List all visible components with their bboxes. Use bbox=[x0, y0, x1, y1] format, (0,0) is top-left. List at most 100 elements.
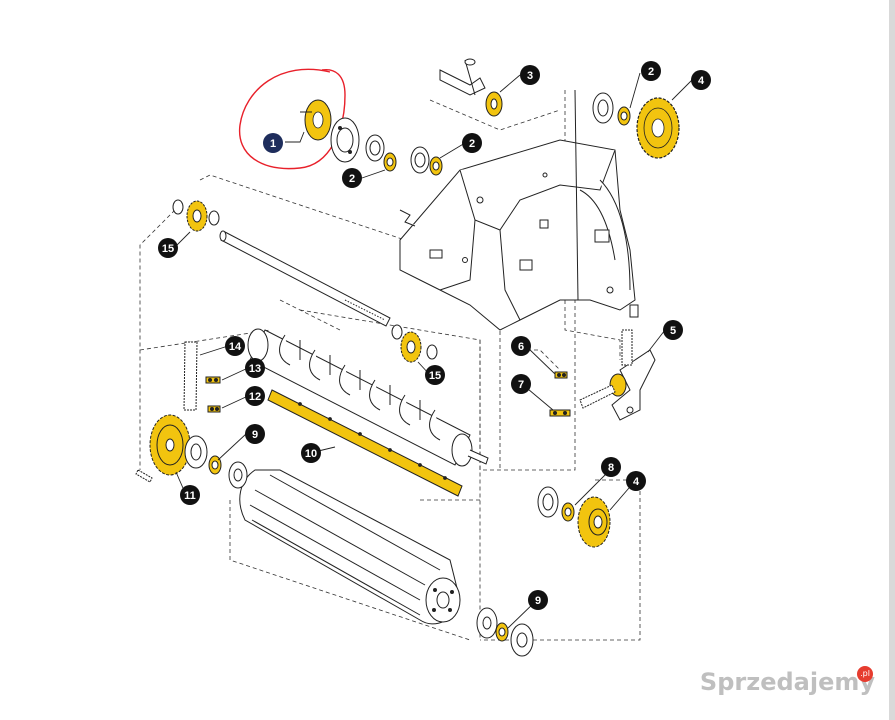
callout-3[interactable]: 3 bbox=[520, 65, 540, 85]
part-10-flat-bar[interactable] bbox=[267, 389, 463, 497]
part-12-chain-link[interactable] bbox=[207, 405, 221, 413]
callout-circle bbox=[301, 443, 321, 463]
callout-label: 10 bbox=[305, 448, 317, 460]
callout-13[interactable]: 13 bbox=[245, 358, 265, 378]
callout-circle bbox=[462, 133, 482, 153]
bearing-housing-right-upper bbox=[592, 92, 614, 124]
red-annotation-loop bbox=[238, 68, 346, 170]
flange-plate-upper bbox=[330, 117, 360, 163]
callout-circle bbox=[263, 133, 283, 153]
part-9-bushing-left[interactable] bbox=[208, 455, 222, 475]
callout-circle bbox=[342, 168, 362, 188]
callout-2[interactable]: 2 bbox=[641, 61, 661, 81]
callout-circle bbox=[245, 386, 265, 406]
callout-4[interactable]: 4 bbox=[691, 70, 711, 90]
callout-circle bbox=[225, 336, 245, 356]
callout-9[interactable]: 9 bbox=[245, 424, 265, 444]
callout-circle bbox=[641, 61, 661, 81]
callout-circle bbox=[601, 457, 621, 477]
part-4-large-sprocket-lower[interactable] bbox=[577, 496, 611, 548]
callout-12[interactable]: 12 bbox=[245, 386, 265, 406]
callout-8[interactable]: 8 bbox=[601, 457, 621, 477]
callout-label: 2 bbox=[469, 138, 475, 150]
callout-circle bbox=[528, 590, 548, 610]
auger-roller bbox=[247, 328, 489, 467]
callout-15[interactable]: 15 bbox=[158, 238, 178, 258]
main-frame-housing bbox=[399, 89, 639, 331]
callout-label: 7 bbox=[518, 379, 524, 391]
callout-circle bbox=[180, 485, 200, 505]
part-3-shaft-sprocket[interactable] bbox=[439, 58, 503, 117]
washer-bottom-right bbox=[510, 623, 534, 657]
callout-circle bbox=[511, 336, 531, 356]
callout-15[interactable]: 15 bbox=[425, 365, 445, 385]
watermark-badge: .pl bbox=[857, 666, 873, 682]
callout-label: 2 bbox=[349, 173, 355, 185]
callout-label: 8 bbox=[608, 462, 614, 474]
bushing-mid bbox=[429, 156, 443, 176]
bushing-upper bbox=[383, 152, 397, 172]
callout-label: 11 bbox=[184, 490, 196, 502]
callout-circle bbox=[158, 238, 178, 258]
callout-label: 4 bbox=[633, 476, 640, 488]
callout-label: 14 bbox=[229, 341, 242, 353]
bearing-ring-upper bbox=[365, 134, 385, 162]
callout-circle bbox=[511, 374, 531, 394]
callout-label: 13 bbox=[249, 363, 261, 375]
callout-label: 5 bbox=[670, 325, 676, 337]
callout-label: 15 bbox=[429, 370, 441, 382]
bearing-housing-right-lower bbox=[537, 486, 559, 518]
callout-circle bbox=[663, 320, 683, 340]
callout-label: 9 bbox=[535, 595, 541, 607]
part-15-sprocket-lower[interactable] bbox=[391, 324, 438, 363]
callout-label: 1 bbox=[270, 138, 276, 150]
part-13-chain-link[interactable] bbox=[205, 376, 221, 384]
callout-2[interactable]: 2 bbox=[342, 168, 362, 188]
callout-1-selected[interactable]: 1 bbox=[263, 133, 283, 153]
part-6-chain-link[interactable] bbox=[554, 371, 568, 379]
chain-segment-bottom-left bbox=[135, 469, 153, 483]
callout-label: 4 bbox=[698, 75, 705, 87]
callout-label: 6 bbox=[518, 341, 524, 353]
callout-circle bbox=[425, 365, 445, 385]
callout-5[interactable]: 5 bbox=[663, 320, 683, 340]
part-9-bushing-bottom[interactable] bbox=[495, 622, 509, 642]
callout-circle bbox=[626, 471, 646, 491]
callout-circle bbox=[245, 424, 265, 444]
drum-cylinder bbox=[239, 469, 461, 625]
callout-label: 9 bbox=[252, 429, 258, 441]
bushing-right-upper bbox=[617, 106, 631, 126]
chain-right bbox=[579, 329, 633, 409]
right-frame-border bbox=[889, 0, 895, 720]
part-1-sprocket[interactable] bbox=[300, 99, 332, 141]
part-8-bushing[interactable] bbox=[561, 502, 575, 522]
part-5-tensioner-arm[interactable] bbox=[609, 349, 656, 421]
callout-label: 12 bbox=[249, 391, 261, 403]
callout-label: 2 bbox=[648, 66, 654, 78]
part-14-chain-left[interactable] bbox=[183, 341, 198, 411]
callout-2[interactable]: 2 bbox=[462, 133, 482, 153]
callout-9[interactable]: 9 bbox=[528, 590, 548, 610]
flange-left bbox=[184, 435, 208, 469]
callout-4[interactable]: 4 bbox=[626, 471, 646, 491]
washer-left bbox=[228, 461, 248, 489]
callout-circle bbox=[520, 65, 540, 85]
part-7-chain-link[interactable] bbox=[549, 409, 571, 417]
part-11-large-sprocket-left[interactable] bbox=[149, 414, 191, 476]
long-drive-shaft bbox=[219, 230, 391, 327]
bearing-ring-mid bbox=[410, 146, 430, 174]
flange-bottom-right bbox=[476, 607, 498, 639]
part-15-sprocket-upper[interactable] bbox=[172, 199, 220, 232]
callout-circle bbox=[245, 358, 265, 378]
part-4-large-sprocket-upper[interactable] bbox=[636, 97, 680, 159]
callout-7[interactable]: 7 bbox=[511, 374, 531, 394]
callout-14[interactable]: 14 bbox=[225, 336, 245, 356]
callout-circle bbox=[691, 70, 711, 90]
callout-label: 3 bbox=[527, 70, 533, 82]
callout-6[interactable]: 6 bbox=[511, 336, 531, 356]
callout-10[interactable]: 10 bbox=[301, 443, 321, 463]
callout-11[interactable]: 11 bbox=[180, 485, 200, 505]
